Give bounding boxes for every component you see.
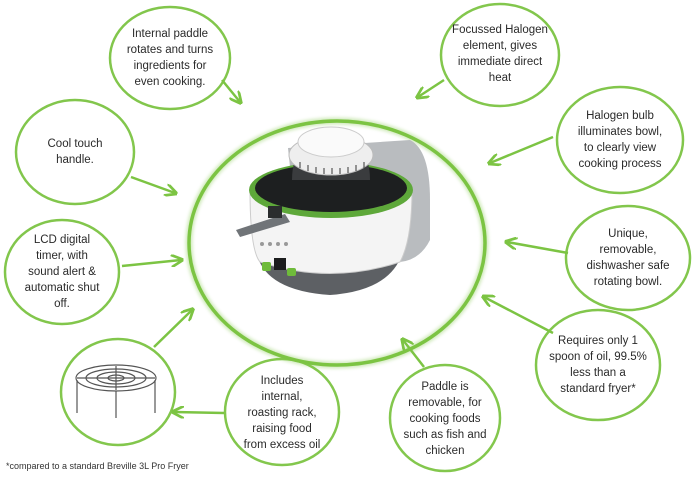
feature-halogen-element: Focussed Halogen element, gives immediat… bbox=[452, 24, 548, 84]
feature-removable-paddle: Paddle is removable, for cooking foods s… bbox=[403, 381, 487, 457]
feature-rotating-bowl: Unique, removable, dishwasher safe rotat… bbox=[586, 228, 670, 288]
feature-oil: Requires only 1 spoon of oil, 99.5% less… bbox=[549, 335, 647, 395]
feature-lcd-timer: LCD digital timer, with sound alert & au… bbox=[24, 234, 100, 310]
bubble-outline bbox=[14, 98, 136, 206]
bubble-outline bbox=[388, 363, 502, 473]
bubble-outline bbox=[564, 204, 692, 312]
bubble-outline bbox=[3, 218, 121, 326]
bubble-outline bbox=[223, 357, 341, 467]
feature-cool-touch: Cool touch handle. bbox=[47, 138, 103, 166]
bubble-outline bbox=[439, 2, 561, 108]
bubble-outline bbox=[534, 308, 662, 422]
feature-paddle-rotates: Internal paddle rotates and turns ingred… bbox=[126, 28, 214, 88]
feature-halogen-bulb: Halogen bulb illuminates bowl, to clearl… bbox=[577, 110, 663, 170]
halogen-fryer-image bbox=[236, 126, 430, 295]
arrows bbox=[121, 78, 569, 413]
roasting-rack-image bbox=[75, 364, 157, 418]
bubble-outline bbox=[108, 5, 232, 111]
feature-roasting-rack: Includes internal, roasting rack, raisin… bbox=[243, 375, 321, 451]
footnote: *compared to a standard Breville 3L Pro … bbox=[6, 461, 189, 471]
bubble-outline bbox=[59, 337, 177, 447]
bubble-outline bbox=[555, 85, 685, 195]
